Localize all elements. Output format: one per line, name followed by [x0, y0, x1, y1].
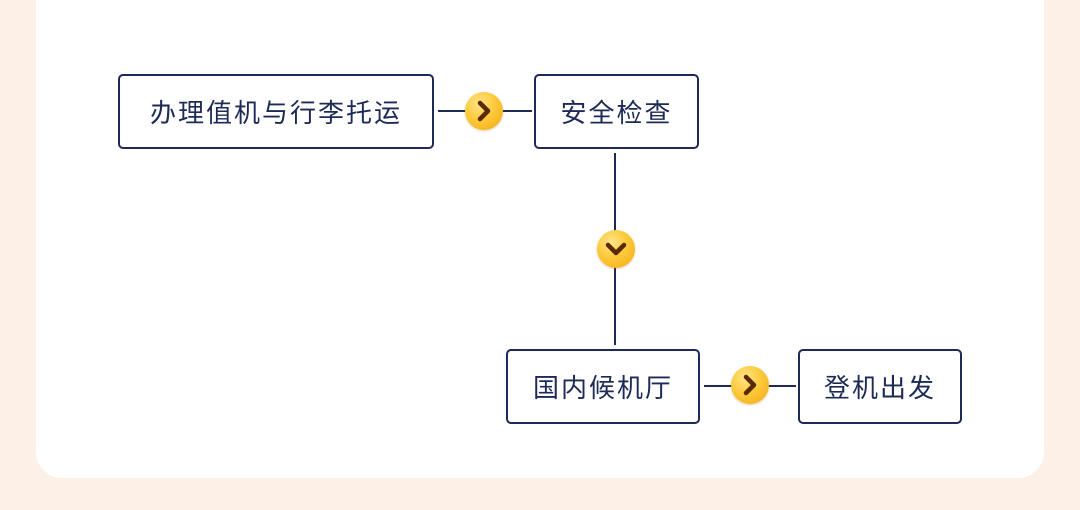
step-label: 国内候机厅	[532, 374, 673, 404]
step-domestic-waiting-hall: 国内候机厅	[506, 349, 700, 424]
step-label: 登机出发	[823, 374, 936, 404]
step-label: 安全检查	[560, 99, 673, 129]
step-boarding-departure: 登机出发	[798, 349, 962, 424]
chevron-down-icon	[597, 230, 635, 268]
step-label: 办理值机与行李托运	[149, 99, 402, 129]
step-security-check: 安全检查	[534, 74, 699, 149]
step-check-in-baggage: 办理值机与行李托运	[118, 74, 434, 149]
chevron-right-icon	[731, 366, 769, 404]
chevron-right-icon	[465, 92, 503, 130]
